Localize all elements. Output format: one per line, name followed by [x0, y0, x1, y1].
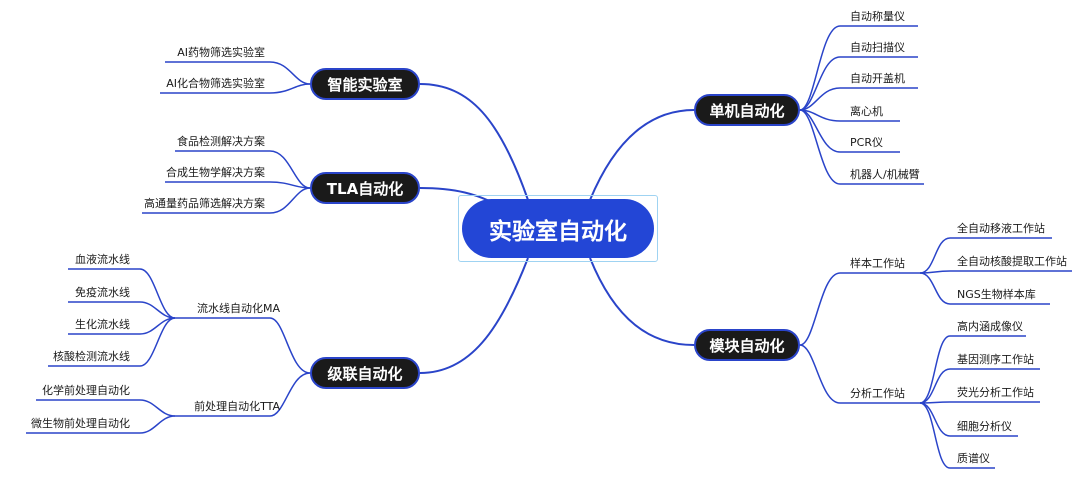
leaf-ai-drug-lab: AI药物筛选实验室	[177, 46, 265, 59]
leaf-nucleic-line: 核酸检测流水线	[53, 350, 130, 363]
leaf-hci-imager: 高内涵成像仪	[957, 320, 1023, 333]
sub-pipeline-ma: 流水线自动化MA	[196, 302, 280, 315]
node-standalone[interactable]: 单机自动化	[694, 94, 800, 126]
leaf-auto-scanner: 自动扫描仪	[850, 41, 905, 54]
sub-sample-workstation: 样本工作站	[850, 257, 905, 270]
leaf-fluorescence: 荧光分析工作站	[957, 386, 1034, 399]
central-node[interactable]: 实验室自动化	[462, 199, 654, 258]
central-node-frame	[458, 195, 658, 262]
leaf-immuno-line: 免疫流水线	[75, 286, 130, 299]
leaf-nucleic-extraction: 全自动核酸提取工作站	[957, 255, 1067, 268]
leaf-chem-pretreat: 化学前处理自动化	[42, 384, 130, 397]
leaf-synthetic-biology: 合成生物学解决方案	[166, 166, 265, 179]
node-smart-lab[interactable]: 智能实验室	[310, 68, 420, 100]
node-module[interactable]: 模块自动化	[694, 329, 800, 361]
leaf-pcr: PCR仪	[850, 136, 883, 149]
sub-analysis-workstation: 分析工作站	[850, 387, 905, 400]
sub-pretreatment-tta: 前处理自动化TTA	[194, 400, 280, 413]
leaf-cell-analyzer: 细胞分析仪	[957, 420, 1012, 433]
leaf-centrifuge: 离心机	[850, 105, 883, 118]
node-tla[interactable]: TLA自动化	[310, 172, 420, 204]
leaf-auto-weigher: 自动称量仪	[850, 10, 905, 23]
leaf-micro-pretreat: 微生物前处理自动化	[31, 417, 130, 430]
leaf-ai-compound-lab: AI化合物筛选实验室	[166, 77, 265, 90]
leaf-sequencing: 基因测序工作站	[957, 353, 1034, 366]
leaf-food-testing: 食品检测解决方案	[177, 135, 265, 148]
leaf-biochem-line: 生化流水线	[75, 318, 130, 331]
leaf-hts-drug-screening: 高通量药品筛选解决方案	[144, 197, 265, 210]
leaf-blood-line: 血液流水线	[75, 253, 130, 266]
node-cascade[interactable]: 级联自动化	[310, 357, 420, 389]
leaf-pipetting: 全自动移液工作站	[957, 222, 1045, 235]
leaf-auto-decapper: 自动开盖机	[850, 72, 905, 85]
leaf-ngs-biobank: NGS生物样本库	[957, 288, 1036, 301]
leaf-robot-arm: 机器人/机械臂	[850, 168, 920, 181]
leaf-mass-spec: 质谱仪	[957, 452, 990, 465]
